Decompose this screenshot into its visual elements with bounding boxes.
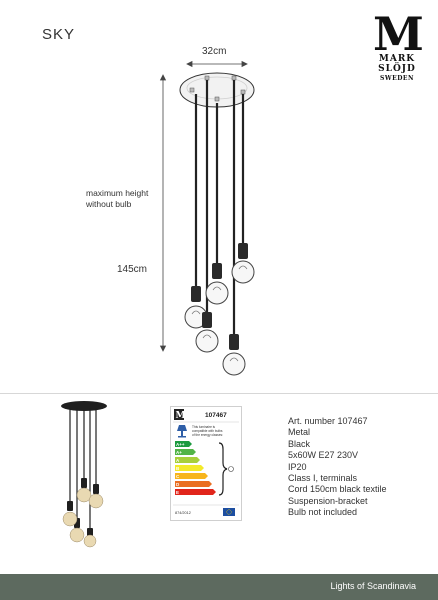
width-label: 32cm bbox=[202, 46, 227, 57]
energy-label-graphic: M 107467 This luminaire is compatible wi… bbox=[173, 409, 239, 516]
svg-text:B: B bbox=[176, 466, 180, 471]
pendant-lamp-3 bbox=[205, 263, 229, 305]
logo-letter: M bbox=[373, 7, 424, 61]
spec-material: Metal bbox=[288, 427, 311, 438]
footer-brand: Lights of Scandinavia bbox=[330, 581, 416, 591]
svg-text:of the energy classes:: of the energy classes: bbox=[192, 433, 223, 437]
logo-line-slojd: SLÖJD bbox=[378, 64, 416, 74]
svg-text:A++: A++ bbox=[176, 442, 185, 447]
pendant-lamp-4 bbox=[222, 334, 246, 376]
pendant-lamp-2 bbox=[195, 312, 219, 353]
svg-text:compatible with bulbs: compatible with bulbs bbox=[192, 429, 223, 433]
width-dimension-line bbox=[186, 60, 248, 68]
pendant-lamp-1 bbox=[184, 286, 208, 329]
spec-bulb: Bulb not included bbox=[288, 507, 358, 518]
energy-article-number: 107467 bbox=[205, 412, 227, 419]
section-divider bbox=[0, 393, 438, 394]
footer-bar: Lights of Scandinavia bbox=[0, 574, 438, 600]
dimension-drawing bbox=[159, 60, 255, 376]
spec-ip-rating: IP20 bbox=[288, 461, 307, 472]
max-height-note-line1: maximum height bbox=[86, 188, 149, 198]
logo-line-mark: MARK bbox=[378, 54, 416, 64]
energy-class-bars: A++ A+ A B C D E bbox=[175, 441, 216, 495]
max-height-note: maximum height without bulb bbox=[86, 188, 148, 210]
product-photo bbox=[61, 401, 107, 548]
cords bbox=[194, 80, 245, 334]
product-title: SKY bbox=[42, 26, 76, 43]
brand-logo: M MARK SLÖJD SWEDEN bbox=[373, 7, 424, 84]
svg-text:A: A bbox=[176, 458, 180, 463]
spec-color: Black bbox=[288, 438, 311, 449]
max-height-note-line2: without bulb bbox=[86, 199, 132, 209]
svg-text:E: E bbox=[176, 490, 179, 495]
svg-text:M: M bbox=[176, 411, 186, 421]
spec-bracket: Suspension-bracket bbox=[288, 495, 368, 506]
spec-wattage: 5x60W E27 230V bbox=[288, 450, 359, 461]
spec-class: Class I, terminals bbox=[288, 473, 358, 484]
svg-text:D: D bbox=[176, 482, 180, 487]
svg-text:C: C bbox=[176, 474, 180, 479]
logo-line-sweden: SWEDEN bbox=[380, 75, 414, 82]
height-label: 145cm bbox=[117, 264, 148, 275]
ceiling-plate bbox=[179, 72, 255, 108]
spec-list: Art. number 107467 Metal Black 5x60W E27… bbox=[288, 416, 387, 519]
spec-cord: Cord 150cm black textile bbox=[288, 484, 387, 495]
energy-regulation: 874/2012 bbox=[175, 511, 191, 515]
energy-label: M 107467 This luminaire is compatible wi… bbox=[170, 406, 242, 521]
spec-art-number: Art. number 107467 bbox=[288, 416, 368, 426]
height-dimension-line bbox=[159, 74, 167, 352]
svg-text:This luminaire is: This luminaire is bbox=[192, 425, 215, 429]
svg-text:A+: A+ bbox=[176, 450, 182, 455]
pendant-lamp-5 bbox=[231, 243, 255, 284]
